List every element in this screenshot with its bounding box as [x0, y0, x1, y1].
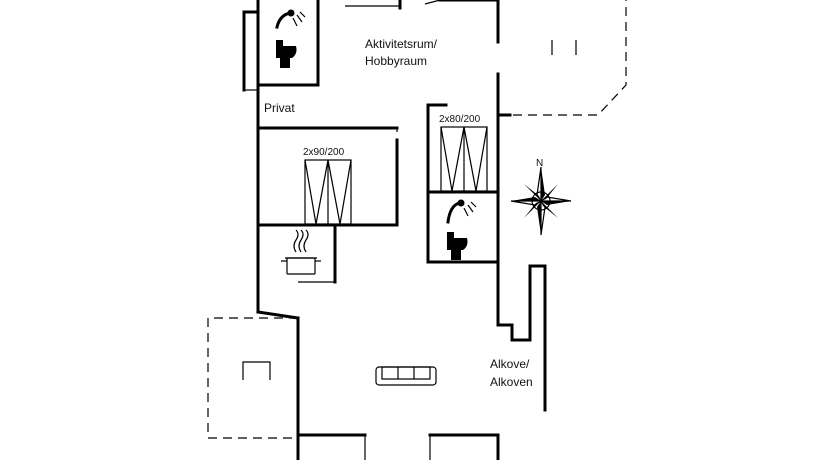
walls: [242, 0, 547, 460]
room-label-alcove-line1: Alkove/: [490, 357, 530, 371]
room-label-activity-line2: Hobbyraum: [365, 54, 427, 68]
bed-label-left: 2x90/200: [303, 147, 345, 158]
terrace-outline-left: [207, 317, 298, 439]
sofa-icon: [375, 366, 437, 386]
bed-icon-right: [440, 126, 488, 192]
pillar-icon: [551, 40, 577, 55]
bed-icon-left: [304, 159, 352, 225]
compass-north-label: N: [536, 158, 543, 169]
cooking-pot-icon: [281, 229, 321, 275]
room-label-private: Privat: [264, 101, 295, 115]
room-label-alcove-line2: Alkoven: [490, 375, 533, 389]
shower-icon-right: [446, 199, 477, 224]
bed-label-right: 2x80/200: [439, 114, 481, 125]
shower-icon-top: [275, 9, 306, 29]
terrace-outline-right: [498, 0, 627, 116]
toilet-icon-top: [276, 40, 297, 68]
room-label-activity-line1: Aktivitetsrum/: [365, 37, 438, 51]
toilet-icon-right: [447, 232, 468, 260]
compass-icon: [510, 166, 572, 236]
stove-icon: [242, 361, 271, 380]
